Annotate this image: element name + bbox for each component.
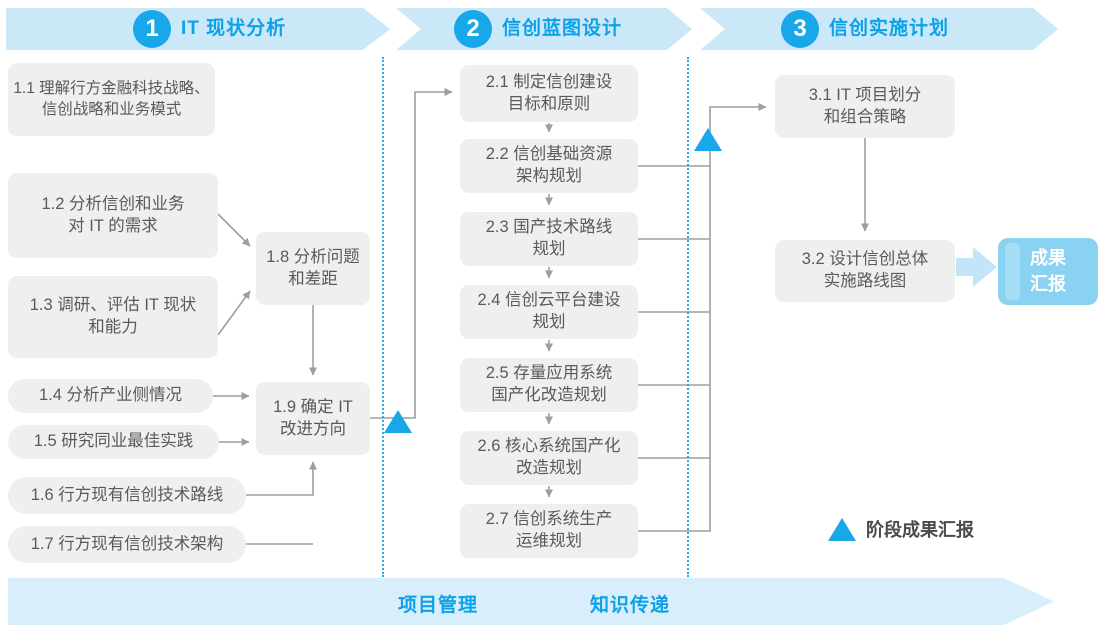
- task-box-1-6-line1: 1.6 行方现有信创技术路线: [30, 485, 224, 504]
- task-box-3-1-line2: 和组合策略: [823, 107, 907, 126]
- task-box-3-1: 3.1 IT 项目划分 和组合策略: [775, 75, 955, 138]
- task-box-2-3-line2: 规划: [532, 240, 566, 258]
- phase-banner-2: [396, 8, 692, 50]
- task-box-3-2-line1: 3.2 设计信创总体: [801, 250, 929, 269]
- phase-2-number-badge: 2: [454, 10, 492, 48]
- report-box-line1: 成果: [1030, 248, 1066, 269]
- legend-stage-report-label: 阶段成果汇报: [866, 520, 974, 540]
- task-box-1-9-line2: 改进方向: [280, 419, 346, 438]
- task-box-1-7-line1: 1.7 行方现有信创技术架构: [30, 534, 224, 553]
- task-box-1-8-line1: 1.8 分析问题: [266, 247, 360, 266]
- task-box-1-1-line1: 1.1 理解行方金融科技战略、: [13, 80, 210, 98]
- task-box-2-7-line1: 2.7 信创系统生产: [485, 510, 613, 529]
- footer-project-management-label: 项目管理: [398, 595, 479, 616]
- task-box-1-3-line2: 和能力: [88, 318, 138, 336]
- task-box-1-4: 1.4 分析产业侧情况: [8, 379, 213, 413]
- phase-2-title: 信创蓝图设计: [502, 18, 623, 39]
- task-box-2-4: 2.4 信创云平台建设 规划: [460, 285, 638, 339]
- task-box-1-3-line1: 1.3 调研、评估 IT 现状: [29, 296, 197, 315]
- legend-triangle-icon: [828, 518, 856, 541]
- task-box-2-2-line1: 2.2 信创基础资源: [485, 145, 613, 164]
- task-box-1-2-line2: 对 IT 的需求: [68, 216, 158, 235]
- task-box-2-4-line2: 规划: [532, 313, 566, 331]
- task-box-2-2-line2: 架构规划: [516, 167, 582, 185]
- task-box-1-5-line1: 1.5 研究同业最佳实践: [33, 432, 194, 451]
- phase-banner-3: [700, 8, 1058, 50]
- stage-report-marker-1-icon: [384, 410, 412, 433]
- task-box-1-7: 1.7 行方现有信创技术架构: [8, 526, 246, 563]
- phase-banner-1: [6, 8, 390, 50]
- report-box: 成果 汇报: [998, 238, 1098, 305]
- task-box-2-1-line1: 2.1 制定信创建设: [485, 72, 613, 91]
- task-box-2-3: 2.3 国产技术路线 规划: [460, 212, 638, 266]
- task-box-1-3: 1.3 调研、评估 IT 现状 和能力: [8, 276, 218, 358]
- task-box-2-1-line2: 目标和原则: [507, 94, 591, 113]
- task-box-1-9: 1.9 确定 IT 改进方向: [256, 382, 370, 455]
- task-box-2-7: 2.7 信创系统生产 运维规划: [460, 504, 638, 558]
- footer-knowledge-transfer-label: 知识传递: [590, 595, 671, 616]
- phase-1-title: IT 现状分析: [181, 18, 287, 39]
- task-box-1-9-line1: 1.9 确定 IT: [273, 397, 353, 416]
- task-box-2-3-line1: 2.3 国产技术路线: [485, 218, 613, 237]
- task-box-2-6-line2: 改造规划: [516, 459, 582, 477]
- task-box-1-2: 1.2 分析信创和业务 对 IT 的需求: [8, 173, 218, 258]
- task-box-1-8: 1.8 分析问题 和差距: [256, 232, 370, 305]
- task-box-2-7-line2: 运维规划: [516, 532, 582, 550]
- stage-report-marker-2-icon: [694, 128, 722, 151]
- task-box-2-4-line1: 2.4 信创云平台建设: [477, 291, 621, 310]
- task-box-3-2-line2: 实施路线图: [823, 272, 907, 290]
- report-box-accent-band: [1005, 243, 1020, 300]
- task-box-2-6-line1: 2.6 核心系统国产化: [477, 437, 621, 456]
- phase-3-title: 信创实施计划: [829, 18, 950, 39]
- phase-divider-dotted-2: [687, 57, 689, 577]
- task-box-2-5-line1: 2.5 存量应用系统: [485, 364, 613, 383]
- task-box-2-1: 2.1 制定信创建设 目标和原则: [460, 65, 638, 122]
- phase-1-number-badge: 1: [133, 10, 171, 48]
- bottom-banner: [8, 578, 1054, 625]
- phase-3-number-badge: 3: [781, 10, 819, 48]
- phase-divider-dotted-1: [382, 57, 384, 577]
- task-box-1-2-line1: 1.2 分析信创和业务: [41, 194, 185, 213]
- task-box-1-4-line1: 1.4 分析产业侧情况: [38, 386, 183, 405]
- task-box-1-6: 1.6 行方现有信创技术路线: [8, 477, 246, 514]
- task-box-2-6: 2.6 核心系统国产化 改造规划: [460, 431, 638, 485]
- task-box-1-1: 1.1 理解行方金融科技战略、 信创战略和业务模式: [8, 63, 215, 136]
- report-box-line2: 汇报: [1030, 273, 1066, 294]
- task-box-2-5-line2: 国产化改造规划: [491, 386, 607, 404]
- task-box-1-5: 1.5 研究同业最佳实践: [8, 425, 219, 459]
- task-box-2-5: 2.5 存量应用系统 国产化改造规划: [460, 358, 638, 412]
- task-box-3-1-line1: 3.1 IT 项目划分: [808, 85, 922, 104]
- task-box-3-2: 3.2 设计信创总体 实施路线图: [775, 240, 955, 302]
- task-box-2-2: 2.2 信创基础资源 架构规划: [460, 139, 638, 193]
- report-box-label: 成果 汇报: [1030, 246, 1066, 296]
- task-box-1-1-line2: 信创战略和业务模式: [41, 100, 182, 118]
- task-box-1-8-line2: 和差距: [288, 269, 338, 288]
